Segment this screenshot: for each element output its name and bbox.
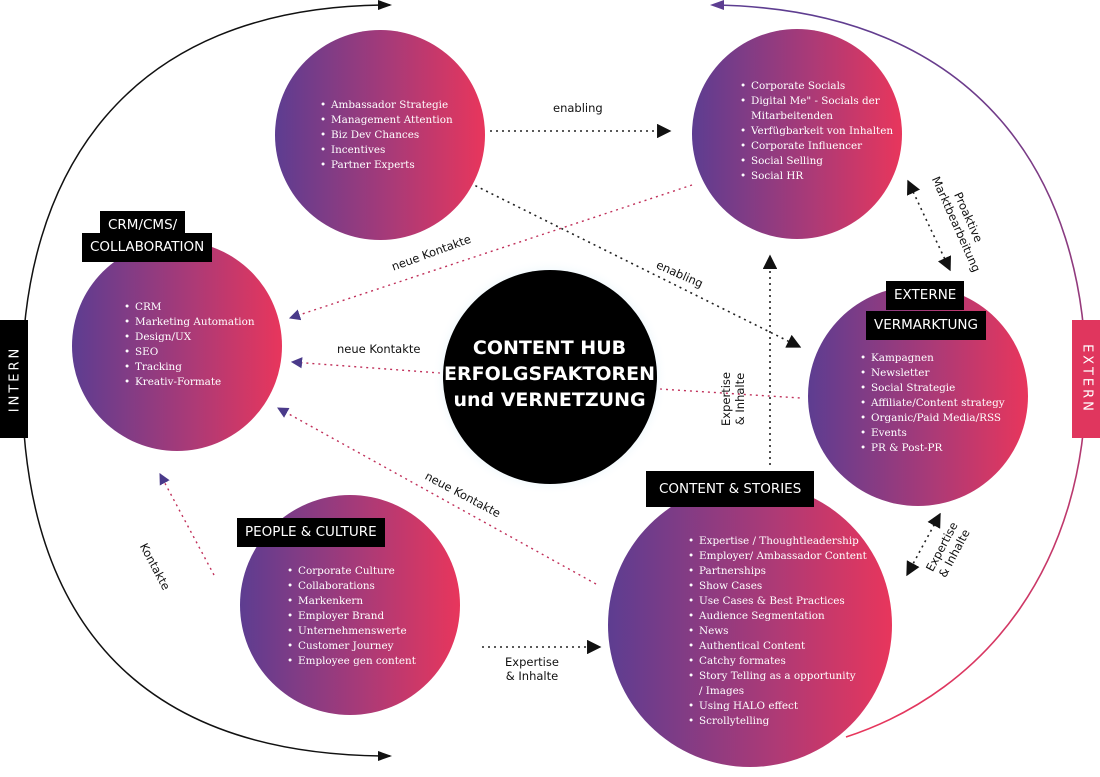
- list-item: Kreativ-Formate: [124, 375, 255, 390]
- intern-arc: [21, 0, 392, 761]
- list-item: Events: [860, 426, 1005, 441]
- intern-tab: INTERN: [0, 320, 30, 438]
- list-item: Mitarbeitenden: [751, 110, 833, 122]
- people-culture-list: Corporate Culture Collaborations Markenk…: [287, 564, 416, 669]
- list-item: Management Attention: [320, 113, 453, 128]
- hub-circle: [443, 270, 657, 484]
- list-item: SEO: [124, 345, 255, 360]
- crm-title-tag-2: COLLABORATION: [82, 233, 213, 262]
- hub-title-line1: CONTENT HUB: [472, 337, 627, 359]
- connector-enabling-diag: [469, 182, 802, 348]
- label-enabling-top: enabling: [553, 101, 603, 115]
- list-item: Social HR: [740, 169, 893, 184]
- label-expertise-bottom-line1: Expertise: [505, 655, 559, 669]
- list-item: Partnerships: [688, 564, 867, 579]
- content-stories-list: Expertise / Thoughtleadership Employer/ …: [688, 534, 867, 729]
- list-item: Design/UX: [124, 330, 255, 345]
- list-item: Show Cases: [688, 579, 867, 594]
- hub-title-line3: und VERNETZUNG: [453, 389, 646, 411]
- list-item: Marketing Automation: [124, 315, 255, 330]
- list-item: Expertise / Thoughtleadership: [688, 534, 867, 549]
- externe-list: Kampagnen Newsletter Social Strategie Af…: [860, 351, 1005, 456]
- label-expertise-vertical: Expertise & Inhalte: [719, 369, 747, 429]
- list-item: Collaborations: [287, 579, 416, 594]
- list-item: Corporate Culture: [287, 564, 416, 579]
- list-item: Unternehmenswerte: [287, 624, 416, 639]
- list-item: Use Cases & Best Practices: [688, 594, 867, 609]
- list-item: Employer/ Ambassador Content: [688, 549, 867, 564]
- externe-title-tag-2: VERMARKTUNG: [866, 311, 986, 340]
- list-item: Social Strategie: [860, 381, 1005, 396]
- list-item: Story Telling as a opportunity: [688, 669, 867, 684]
- list-item: Markenkern: [287, 594, 416, 609]
- extern-tab-bg: [1072, 320, 1100, 438]
- arc-arrowhead-top: [378, 0, 392, 10]
- connector-neue-kontakte-upper: [288, 184, 693, 321]
- list-item: Tracking: [124, 360, 255, 375]
- crm-list: CRM Marketing Automation Design/UX SEO T…: [124, 300, 255, 390]
- label-expertise-vertical-line1: Expertise: [719, 372, 733, 426]
- list-item: Biz Dev Chances: [320, 128, 453, 143]
- connector-kontakte: [159, 473, 215, 576]
- intern-tab-bg: [0, 320, 28, 438]
- label-expertise-bottom: Expertise & Inhalte: [505, 655, 559, 683]
- people-strategy-list: Ambassador Strategie Management Attentio…: [320, 98, 453, 173]
- list-item: Ambassador Strategie: [320, 98, 453, 113]
- label-expertise-bottom-line2: & Inhalte: [505, 669, 559, 683]
- list-item: Affiliate/Content strategy: [860, 396, 1005, 411]
- list-item: Organic/Paid Media/RSS: [860, 411, 1005, 426]
- connector-proaktive: [907, 179, 951, 272]
- extern-tab: EXTERN: [1072, 320, 1100, 438]
- label-expertise-vertical-line2: & Inhalte: [733, 372, 747, 426]
- intern-label: INTERN: [7, 345, 23, 413]
- arc-arrowhead-bottom: [378, 751, 392, 761]
- list-item: PR & Post-PR: [860, 441, 1005, 456]
- connector-neue-kontakte-lower: [277, 407, 597, 585]
- externe-title-tag-1: EXTERNE: [886, 281, 965, 310]
- list-item: Incentives: [320, 143, 453, 158]
- list-item: Using HALO effect: [688, 699, 867, 714]
- list-item: / Images: [699, 685, 745, 697]
- list-item: Verfügbarkeit von Inhalten: [740, 124, 893, 139]
- connectors: [159, 123, 951, 655]
- content-stories-title-tag: CONTENT & STORIES: [646, 471, 815, 507]
- list-item: News: [688, 624, 867, 639]
- list-item: Scrollytelling: [688, 714, 867, 729]
- list-item: Corporate Socials: [740, 79, 893, 94]
- list-item: Customer Journey: [287, 639, 416, 654]
- list-item: Newsletter: [860, 366, 1005, 381]
- corporate-socials-list: Corporate Socials Digital Me" - Socials …: [740, 79, 893, 184]
- list-item: Corporate Influencer: [740, 139, 893, 154]
- list-item: Employer Brand: [287, 609, 416, 624]
- list-item: Audience Segmentation: [688, 609, 867, 624]
- label-neue-kontakte-mid: neue Kontakte: [337, 342, 421, 356]
- list-item: Kampagnen: [860, 351, 1005, 366]
- list-item: Employee gen content: [287, 654, 416, 669]
- list-item: Authentical Content: [688, 639, 867, 654]
- list-item: Partner Experts: [320, 158, 453, 173]
- list-item: Social Selling: [740, 154, 893, 169]
- connector-neue-kontakte-mid: [290, 357, 441, 374]
- list-item: CRM: [124, 300, 255, 315]
- extern-label: EXTERN: [1079, 344, 1095, 414]
- extern-arc-arrowhead: [710, 0, 724, 10]
- list-item: Catchy formates: [688, 654, 867, 669]
- list-item: Digital Me" - Socials der: [740, 94, 893, 109]
- people-culture-title-tag: PEOPLE & CULTURE: [237, 518, 385, 547]
- hub-title-line2: ERFOLGSFAKTOREN: [444, 363, 655, 385]
- hub-title: CONTENT HUB ERFOLGSFAKTOREN und VERNETZU…: [442, 335, 657, 413]
